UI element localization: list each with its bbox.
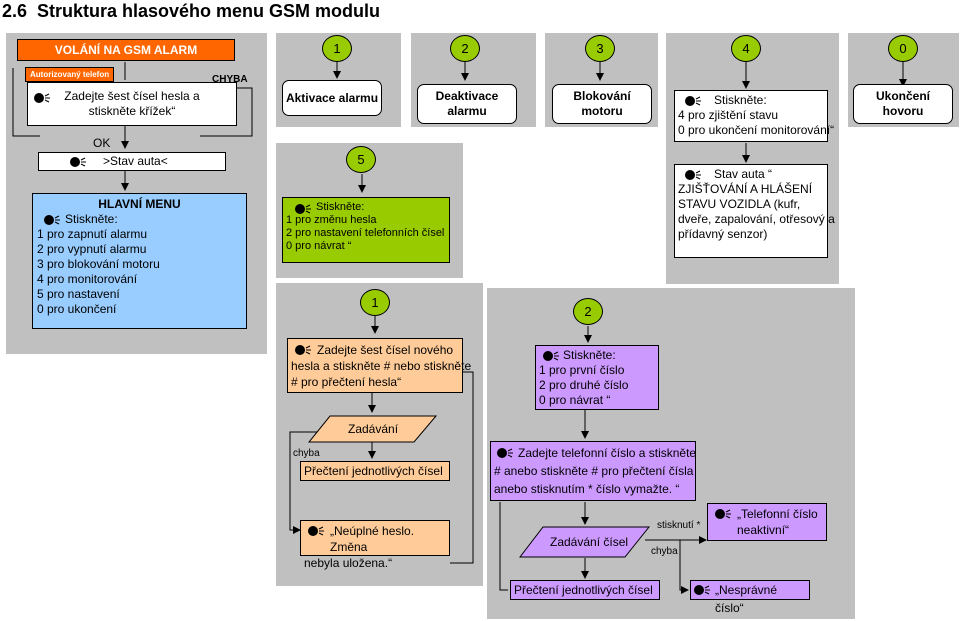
car-status-box: Stav auta “ ZJIŠŤOVÁNÍ A HLÁŠENÍ STAVU V… <box>674 164 835 258</box>
speaker-icon <box>34 93 50 103</box>
main-menu-title: HLAVNÍ MENU <box>98 197 181 211</box>
settings-line-2: 2 pro nastavení telefonních čísel <box>286 227 445 239</box>
main-menu-line-2: 2 pro vypnutí alarmu <box>37 242 147 256</box>
col1-sub-number-5: 5 <box>346 146 376 173</box>
col2-number: 2 <box>450 35 480 62</box>
col3-title-line2: motoru <box>581 104 623 118</box>
phone-prompt-box: Zadejte telefonní číslo a stiskněte # an… <box>490 441 696 501</box>
main-menu-line-1: 1 pro zapnutí alarmu <box>37 227 148 241</box>
password-prompt-box: Zadejte šest čísel hesla a stiskněte kří… <box>27 82 237 126</box>
speaker-icon <box>694 585 710 595</box>
phone-menu-line-2: 2 pro druhé číslo <box>539 378 629 392</box>
error-label: CHYBA <box>212 74 248 85</box>
page-title: Struktura hlasového menu GSM modulu <box>37 1 381 21</box>
password-prompt-line1: Zadejte šest čísel hesla a <box>64 89 200 103</box>
col1-error-label: chyba <box>293 448 320 459</box>
col1-sub-number-1: 1 <box>360 289 390 316</box>
col0-number: 0 <box>888 35 918 62</box>
car-status-line2: ZJIŠŤOVÁNÍ A HLÁŠENÍ <box>678 182 813 196</box>
speaker-icon <box>543 351 559 361</box>
new-password-line3: # pro přečtení hesla“ <box>291 375 402 389</box>
col0-title-line1: Ukončení <box>875 89 930 103</box>
main-menu-line-4: 4 pro monitorování <box>37 272 138 286</box>
speaker-icon <box>308 526 324 536</box>
inactive-line2: neaktivní“ <box>737 523 790 537</box>
car-state-box: >Stav auta< <box>38 152 226 171</box>
number-input-parallelogram <box>519 526 651 558</box>
col2-title-line2: alarmu <box>447 104 487 118</box>
car-status-line5: přídavný senzor) <box>678 227 768 241</box>
incomplete-line2: nebyla uložena.“ <box>304 556 393 570</box>
ok-label: OK <box>93 136 111 150</box>
incomplete-line1: „Neúplné heslo. Změna <box>330 524 415 554</box>
speaker-icon <box>715 509 731 519</box>
monitor-press-box: Stiskněte: 4 pro zjištění stavu 0 pro uk… <box>674 90 835 142</box>
car-status-line4: dveře, zapalování, otřesový a <box>678 212 835 226</box>
input-label: Zadávání <box>348 422 399 436</box>
col1-title: Aktivace alarmu <box>285 90 379 105</box>
settings-line-3: 0 pro návrat “ <box>286 240 352 252</box>
star-label: stisknutí * <box>657 520 701 531</box>
col3-error-label: chyba <box>651 546 678 557</box>
password-prompt-line2: stiskněte křížek“ <box>88 104 176 118</box>
col4-number: 4 <box>731 35 761 62</box>
inactive-number-box: „Telefonní číslo neaktivní“ <box>707 503 827 541</box>
main-menu-box: HLAVNÍ MENU Stiskněte: 1 pro zapnutí ala… <box>32 193 247 329</box>
phone-menu-box: Stiskněte: 1 pro první číslo 2 pro druhé… <box>535 345 659 410</box>
section-number: 2.6 <box>2 1 28 21</box>
speaker-icon <box>685 96 701 106</box>
speaker-icon <box>295 204 311 214</box>
read-digits-box: Přečtení jednotlivých čísel <box>300 461 450 481</box>
car-state-text: >Stav auta< <box>103 154 168 168</box>
auth-phone-label: Autorizovaný telefon <box>25 67 115 82</box>
phone-prompt-line3: anebo stisknutím * číslo vymažte. “ <box>494 482 680 496</box>
monitor-press-line2: 4 pro zjištění stavu <box>678 108 779 122</box>
car-status-line3: STAVU VOZIDLA (kufr, <box>678 197 801 211</box>
read-number-digits-box: Přečtení jednotlivých čísel <box>510 580 660 600</box>
settings-line-1: 1 pro změnu hesla <box>286 214 377 226</box>
call-title: VOLÁNÍ NA GSM ALARM <box>17 39 235 61</box>
phone-menu-line-3: 0 pro návrat “ <box>539 393 611 407</box>
speaker-icon <box>685 170 701 180</box>
new-password-line1: Zadejte šest čísel nového <box>317 343 454 357</box>
col3-number: 3 <box>585 35 615 62</box>
speaker-icon <box>497 448 513 458</box>
speaker-icon <box>44 215 60 225</box>
phone-menu-line-1: 1 pro první číslo <box>539 363 625 377</box>
incomplete-password-box: „Neúplné heslo. Změna nebyla uložena.“ <box>300 520 450 570</box>
col1-number: 1 <box>322 35 352 62</box>
main-menu-press: Stiskněte: <box>65 212 118 226</box>
monitor-press-line1: Stiskněte: <box>714 93 767 107</box>
monitor-press-line3: 0 pro ukončení monitorování“ <box>678 123 835 137</box>
car-status-line1: Stav auta “ <box>714 167 773 181</box>
col3-title-box: Blokování motoru <box>552 84 652 124</box>
phone-prompt-line1: Zadejte telefonní číslo a stiskněte <box>518 446 697 460</box>
settings-menu-box: Stiskněte: 1 pro změnu hesla 2 pro nasta… <box>282 197 450 263</box>
new-password-line2: hesla a stiskněte # nebo stiskněte <box>291 359 472 373</box>
main-menu-line-6: 0 pro ukončení <box>37 302 117 316</box>
phone-menu-press: Stiskněte: <box>563 348 616 362</box>
col3-title-line1: Blokování <box>573 89 631 103</box>
col1-title-box: Aktivace alarmu <box>282 80 382 116</box>
phone-prompt-line2: # anebo stiskněte # pro přečtení čísla <box>494 464 694 478</box>
input-parallelogram <box>308 415 438 443</box>
settings-press: Stiskněte: <box>316 201 365 213</box>
wrong-number-box: „Nesprávné číslo“ <box>690 580 810 615</box>
new-password-box: Zadejte šest čísel nového hesla a stiskn… <box>287 338 472 393</box>
read-number-digits-text: Přečtení jednotlivých čísel <box>514 583 653 597</box>
col2-title-box: Deaktivace alarmu <box>417 84 517 124</box>
inactive-line1: „Telefonní číslo <box>737 507 818 521</box>
main-menu-line-5: 5 pro nastavení <box>37 287 120 301</box>
col2-title-line1: Deaktivace <box>435 89 499 103</box>
speaker-icon <box>295 345 311 355</box>
col0-title-box: Ukončení hovoru <box>853 84 953 124</box>
number-input-label: Zadávání čísel <box>550 535 629 549</box>
main-menu-line-3: 3 pro blokování motoru <box>37 257 160 271</box>
col3-sub-number-2: 2 <box>573 298 603 325</box>
wrong-number-text: „Nesprávné číslo“ <box>715 583 778 615</box>
speaker-icon <box>70 157 86 167</box>
read-digits-text: Přečtení jednotlivých čísel <box>304 464 443 478</box>
col0-title-line2: hovoru <box>882 104 924 118</box>
